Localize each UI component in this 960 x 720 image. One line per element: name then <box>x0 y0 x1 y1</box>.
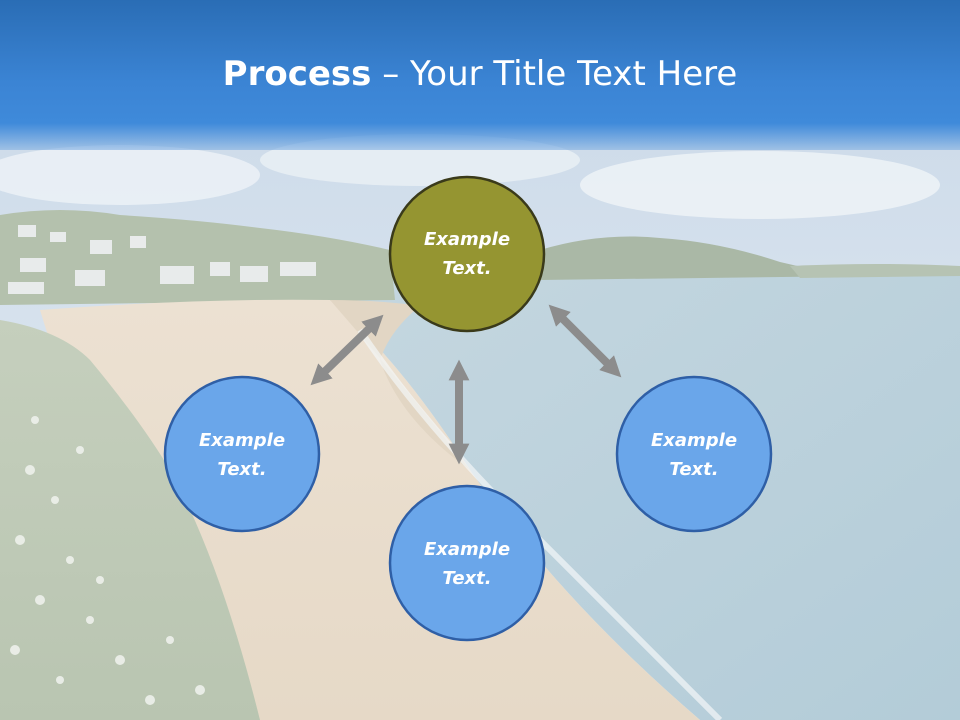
arrow-top-left <box>310 314 384 386</box>
node-text-left-line1: Example <box>198 430 286 451</box>
node-text-right: Example Text. <box>624 426 764 484</box>
node-text-top-line2: Text. <box>442 258 492 279</box>
slide-title: Process – Your Title Text Here <box>0 52 960 96</box>
title-bar <box>0 0 960 150</box>
node-circle-left <box>163 375 321 533</box>
title-separator: – <box>371 54 411 94</box>
title-rest: Your Title Text Here <box>410 54 738 94</box>
node-text-top: Example Text. <box>397 225 537 283</box>
node-text-bottom-line1: Example <box>423 539 511 560</box>
node-circle-top <box>388 175 546 333</box>
node-text-left-line2: Text. <box>217 459 267 480</box>
node-text-top-line1: Example <box>423 229 511 250</box>
node-circle-bottom <box>388 484 546 642</box>
node-text-right-line2: Text. <box>669 459 719 480</box>
arrow-top-right <box>548 304 622 378</box>
node-text-bottom: Example Text. <box>397 535 537 593</box>
node-text-bottom-line2: Text. <box>442 568 492 589</box>
node-text-right-line1: Example <box>650 430 738 451</box>
title-bold: Process <box>222 54 372 94</box>
node-circle-right <box>615 375 773 533</box>
node-text-left: Example Text. <box>172 426 312 484</box>
